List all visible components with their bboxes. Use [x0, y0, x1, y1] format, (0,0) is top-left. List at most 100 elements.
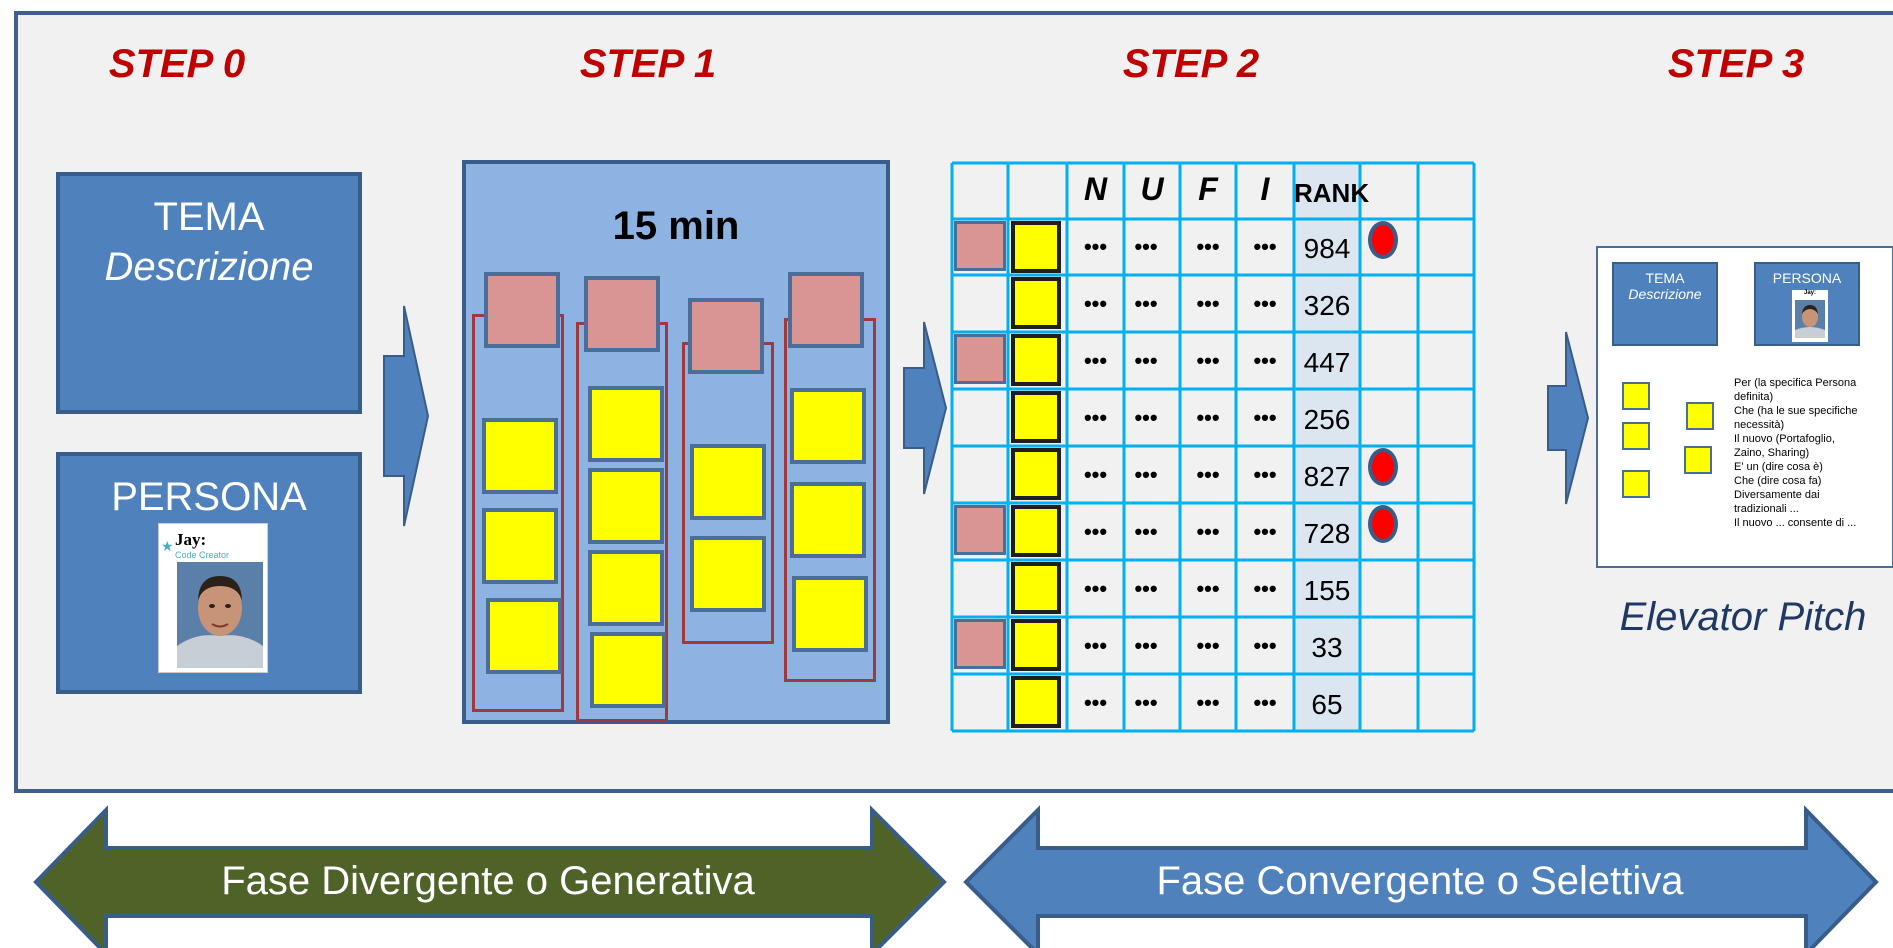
- placeholder-ellipsis: •••: [1196, 519, 1220, 544]
- mini-idea-note: [1622, 422, 1650, 450]
- mini-persona-photo: [1795, 300, 1825, 338]
- mini-tema-title: TEMA: [1645, 270, 1685, 286]
- mini-persona-title: PERSONA: [1772, 270, 1842, 286]
- tema-box: TEMA Descrizione: [56, 172, 362, 414]
- idea-note: [790, 388, 866, 464]
- rank-value: 256: [1303, 404, 1351, 435]
- placeholder-ellipsis: •••: [1196, 690, 1220, 715]
- grid-idea-note: [1011, 277, 1061, 329]
- timebox-label: 15 min: [612, 204, 740, 248]
- pitch-line: Il nuovo (Portafoglio,: [1734, 433, 1835, 445]
- grid-idea-note: [1011, 505, 1061, 557]
- mini-persona-card-name: Jay:: [1803, 290, 1816, 296]
- placeholder-ellipsis: •••: [1083, 519, 1108, 544]
- idea-note: [588, 550, 664, 626]
- grid-idea-note: [1011, 448, 1061, 500]
- placeholder-ellipsis: •••: [1253, 234, 1277, 259]
- placeholder-ellipsis: •••: [1196, 462, 1220, 487]
- idea-note: [690, 444, 766, 520]
- elevator-pitch-card: TEMA Descrizione PERSONA Jay: Per (la sp…: [1596, 246, 1893, 568]
- rank-value: 447: [1303, 347, 1351, 378]
- placeholder-ellipsis: •••: [1134, 234, 1158, 259]
- idea-note: [690, 536, 766, 612]
- criterion-header-n: N: [1083, 171, 1108, 207]
- placeholder-ellipsis: •••: [1134, 405, 1158, 430]
- convergent-phase-arrow: [963, 805, 1879, 948]
- pitch-line: Zaino, Sharing): [1734, 447, 1810, 459]
- arrow-step2-to-step3: [1547, 331, 1590, 505]
- problem-note: [788, 272, 864, 348]
- placeholder-ellipsis: •••: [1083, 690, 1108, 715]
- persona-card-role: Code Creator: [175, 550, 230, 560]
- placeholder-ellipsis: •••: [1196, 633, 1220, 658]
- placeholder-ellipsis: •••: [1083, 234, 1108, 259]
- step-0-title: STEP 0: [108, 42, 246, 86]
- criterion-header-f: F: [1198, 171, 1218, 207]
- divergent-phase-arrow: [33, 805, 947, 948]
- placeholder-ellipsis: •••: [1253, 291, 1277, 316]
- idea-note: [790, 482, 866, 558]
- grid-idea-note: [1011, 676, 1061, 728]
- placeholder-ellipsis: •••: [1083, 633, 1108, 658]
- placeholder-ellipsis: •••: [1134, 348, 1158, 373]
- step-2-title: STEP 2: [1122, 42, 1260, 86]
- placeholder-ellipsis: •••: [1253, 405, 1277, 430]
- idea-note: [588, 386, 664, 462]
- idea-note: [482, 418, 558, 494]
- criterion-header-u: U: [1140, 171, 1164, 207]
- pitch-line: tradizionali ...: [1734, 503, 1799, 515]
- rank-header: RANK: [1294, 178, 1370, 208]
- placeholder-ellipsis: •••: [1083, 291, 1108, 316]
- placeholder-ellipsis: •••: [1083, 348, 1108, 373]
- pitch-line: Che (ha le sue specifiche: [1734, 405, 1858, 417]
- rank-value: 728: [1303, 518, 1351, 549]
- mini-persona-box: PERSONA Jay:: [1754, 262, 1860, 346]
- selected-dot: [1368, 448, 1398, 486]
- rank-value: 326: [1303, 290, 1351, 321]
- persona-card: ★ Jay: Code Creator: [158, 523, 268, 673]
- idea-note: [590, 632, 666, 708]
- problem-note: [584, 276, 660, 352]
- mini-persona-card: Jay:: [1792, 290, 1828, 342]
- rank-value: 155: [1303, 575, 1351, 606]
- placeholder-ellipsis: •••: [1253, 348, 1277, 373]
- placeholder-ellipsis: •••: [1196, 576, 1220, 601]
- grid-problem-note: [954, 221, 1006, 271]
- grid-idea-note: [1011, 221, 1061, 273]
- brainstorm-board: 15 min: [462, 160, 890, 724]
- grid-problem-note: [954, 334, 1006, 384]
- grid-idea-note: [1011, 562, 1061, 614]
- placeholder-ellipsis: •••: [1196, 234, 1220, 259]
- placeholder-ellipsis: •••: [1253, 462, 1277, 487]
- placeholder-ellipsis: •••: [1196, 348, 1220, 373]
- rank-value: 33: [1311, 632, 1343, 663]
- grid-problem-note: [954, 505, 1006, 555]
- rank-value: 827: [1303, 461, 1351, 492]
- placeholder-ellipsis: •••: [1253, 576, 1277, 601]
- placeholder-ellipsis: •••: [1083, 405, 1108, 430]
- persona-box: PERSONA ★ Jay: Code Creator: [56, 452, 362, 694]
- placeholder-ellipsis: •••: [1083, 576, 1108, 601]
- pitch-line: Diversamente dai: [1734, 489, 1820, 501]
- mini-idea-note: [1622, 382, 1650, 410]
- mini-idea-note: [1684, 446, 1712, 474]
- placeholder-ellipsis: •••: [1134, 462, 1158, 487]
- placeholder-ellipsis: •••: [1196, 405, 1220, 430]
- placeholder-ellipsis: •••: [1196, 291, 1220, 316]
- pitch-line: Il nuovo ... consente di ...: [1734, 517, 1857, 529]
- placeholder-ellipsis: •••: [1134, 291, 1158, 316]
- placeholder-ellipsis: •••: [1134, 519, 1158, 544]
- tema-subtitle: Descrizione: [104, 245, 314, 289]
- elevator-pitch-caption: Elevator Pitch: [1619, 595, 1867, 639]
- persona-card-name: Jay:: [175, 530, 207, 549]
- arrow-step0-to-step1: [383, 305, 430, 527]
- placeholder-ellipsis: •••: [1253, 633, 1277, 658]
- mini-tema-subtitle: Descrizione: [1628, 286, 1702, 302]
- step-3-title: STEP 3: [1667, 42, 1805, 86]
- mini-idea-note: [1686, 402, 1714, 430]
- pitch-line: E' un (dire cosa è): [1734, 461, 1823, 473]
- grid-idea-note: [1011, 391, 1061, 443]
- tema-title: TEMA: [153, 195, 265, 239]
